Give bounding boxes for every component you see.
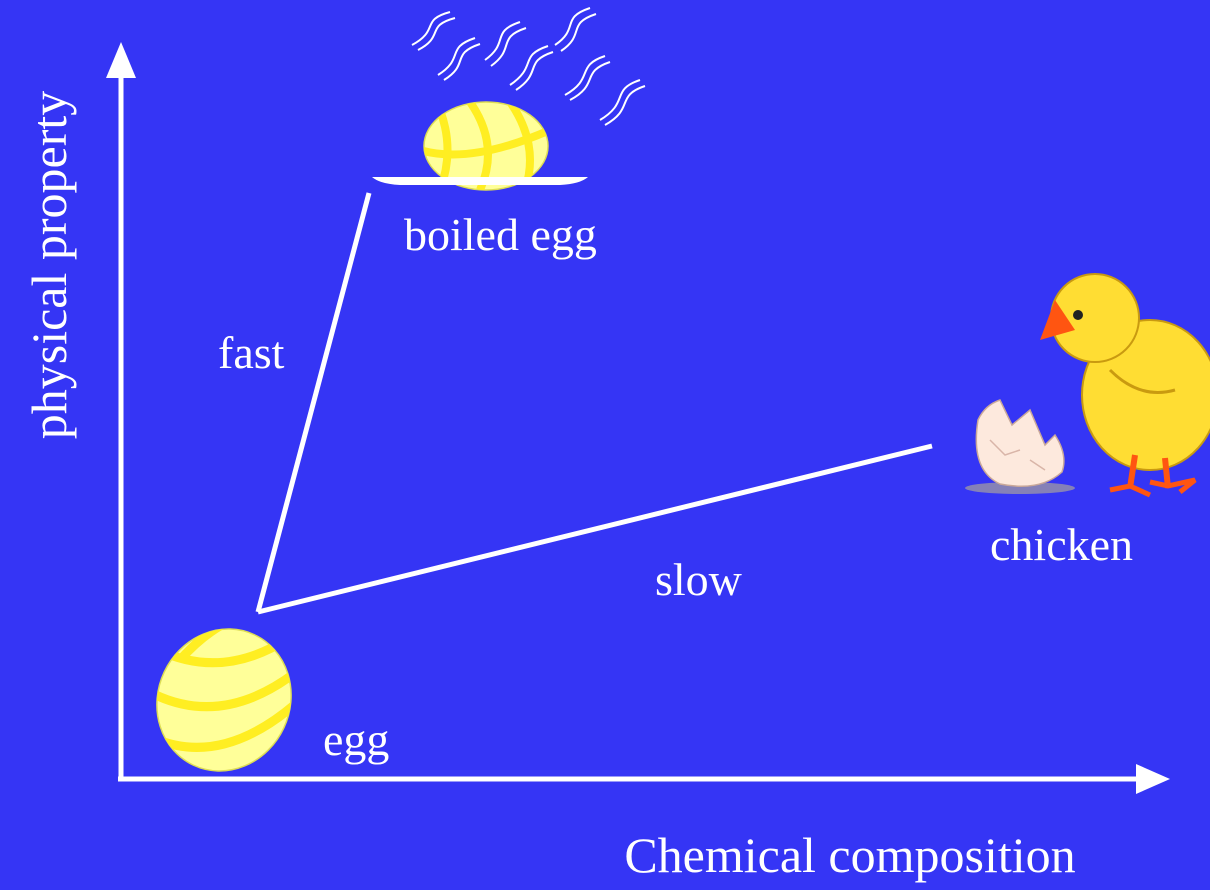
plate-icon (372, 177, 588, 185)
slow-path-line (257, 443, 933, 615)
boiled-egg-label: boiled egg (404, 209, 597, 260)
y-axis (106, 42, 136, 780)
x-axis (118, 764, 1170, 794)
boiled-egg-icon (423, 101, 549, 191)
y-axis-arrow-icon (106, 42, 136, 78)
fast-label: fast (218, 327, 285, 378)
chick-icon (1040, 273, 1210, 498)
eggshell-icon (965, 399, 1075, 494)
fast-path-line (255, 192, 372, 613)
x-axis-label: Chemical composition (624, 827, 1075, 883)
egg-icon (133, 606, 308, 772)
y-axis-label: physical property (21, 91, 77, 440)
egg-label: egg (323, 714, 389, 765)
chicken-label: chicken (990, 519, 1133, 570)
x-axis-arrow-icon (1136, 764, 1170, 794)
steam-icon (411, 7, 646, 126)
slow-label: slow (655, 554, 743, 605)
